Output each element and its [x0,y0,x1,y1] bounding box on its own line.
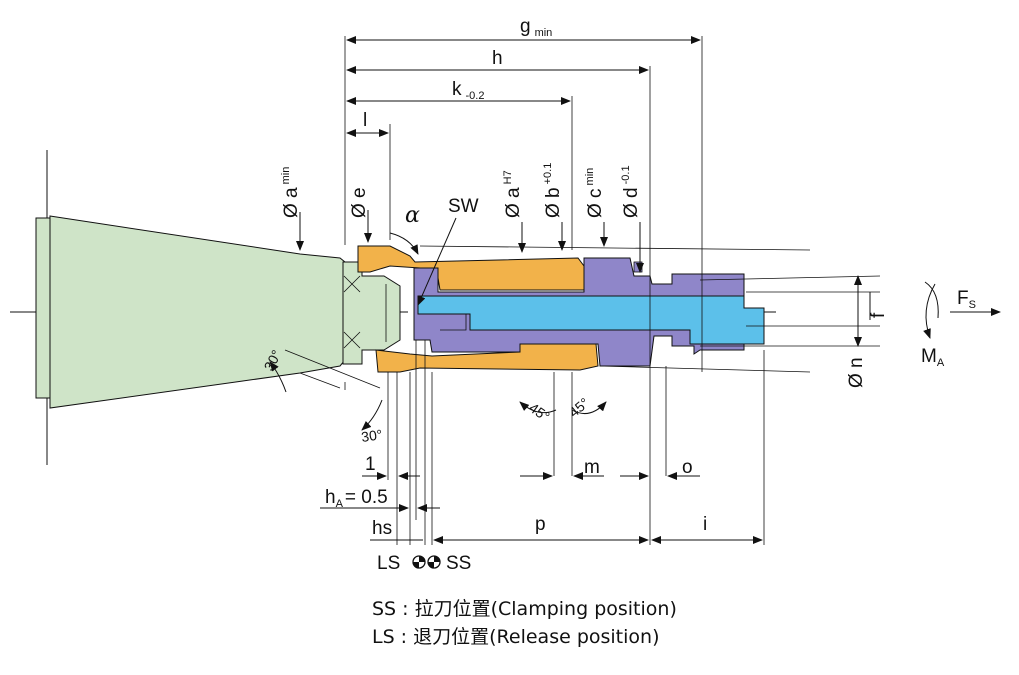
dim-f-label: f [868,312,889,318]
draw-rod [417,295,765,345]
alpha-label: α [405,203,420,228]
dim-hs-label: hs [372,518,392,539]
position-marker-ss-icon [427,555,441,569]
dim-i-label: i [703,514,707,535]
fs-label: FS [957,288,976,311]
angle-45-left: 45° [526,399,553,424]
dim-p-label: p [535,514,546,535]
sw-label: SW [448,196,479,217]
angle-30-collet: 30° [360,426,383,445]
dim-h-label: h [492,48,503,69]
dim-k-label: k-0.2 [452,79,484,102]
dim-b-label: Ø b+0.1 [542,163,564,218]
collet [357,245,599,373]
position-marker-ls-icon [412,555,426,569]
ls-label: LS [377,553,400,574]
dim-l-label: l [363,110,367,131]
dim-a-min-label: Ø amin [280,167,302,218]
dim-d-label: Ø d-0.1 [620,165,642,218]
dim-c-label: Ø cmin [584,168,606,218]
angle-45-right: 45° [566,394,593,420]
dim-o-label: o [682,457,693,478]
legend-ss-line: SS : 拉刀位置(Clamping position) [372,598,677,620]
dim-m-label: m [584,457,600,478]
tool-holder [35,150,401,465]
dim-1-label: 1 [365,454,376,475]
dimension-lines [269,36,1001,544]
dim-e-label: Ø e [349,187,370,218]
ma-label: MA [921,346,945,369]
dim-ha-label: hA= 0.5 [325,487,388,510]
dim-a-h7-label: Ø aH7 [502,170,524,218]
dim-n-label: Ø n [846,357,867,388]
ss-label: SS [446,553,471,574]
legend-ls-line: LS : 退刀位置(Release position) [372,626,660,648]
